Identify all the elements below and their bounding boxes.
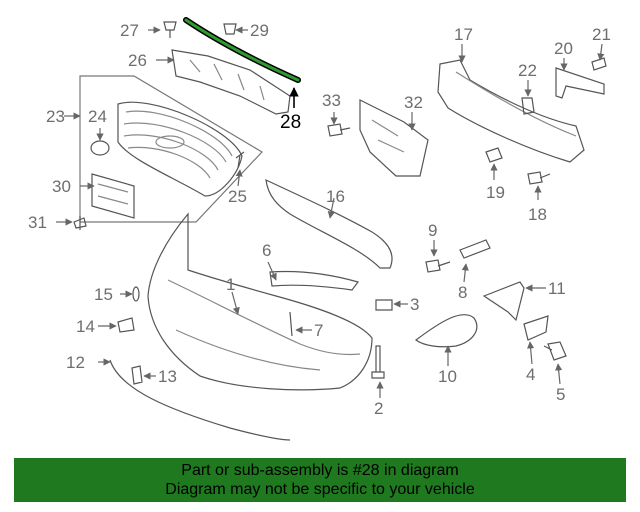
screw-25-part (235, 151, 245, 169)
callout-label: 22 (518, 61, 537, 80)
callout-label: 11 (548, 279, 566, 298)
bracket-6-part (269, 270, 360, 291)
callout-label: 32 (404, 93, 423, 112)
strip-12-part (109, 359, 291, 441)
bumper-cover-1-part (147, 212, 373, 391)
callout-label: 18 (528, 205, 547, 224)
callout-label: 8 (458, 283, 467, 302)
nut-19-part (485, 147, 503, 163)
bracket-11-part (482, 281, 525, 322)
callout-label: 9 (428, 221, 437, 240)
clip-7-part (289, 311, 293, 337)
callout-label: 24 (88, 107, 107, 126)
bolt-2-part (371, 345, 385, 379)
callout-label: 16 (326, 187, 345, 206)
emblem-part (90, 140, 110, 156)
banner-line-1: Part or sub-assembly is #28 in diagram (181, 462, 459, 479)
callout-label: 1 (226, 275, 235, 294)
bracket-26-part (171, 49, 291, 115)
callout-label: 17 (454, 25, 473, 44)
bolt-9-part (425, 259, 451, 273)
callout-label: 3 (410, 295, 419, 314)
callout-label: 30 (52, 177, 71, 196)
bezel-10-part (414, 314, 478, 348)
callout-label: 23 (46, 107, 65, 126)
callout-label: 6 (262, 241, 271, 260)
clip-3-part (375, 299, 393, 311)
bolt-21-part (591, 57, 607, 71)
clip-14-part (117, 317, 135, 333)
callout-label: 27 (120, 21, 139, 40)
bracket-20-part (555, 67, 605, 99)
parts-diagram: 27 29 26 28 23 24 25 30 31 16 17 20 21 2… (28, 17, 611, 441)
callout-label: 19 (486, 183, 505, 202)
callout-label: 15 (94, 285, 113, 304)
bolt-18-part (527, 171, 551, 185)
callout-label: 10 (438, 367, 457, 386)
callout-label: 2 (374, 399, 383, 418)
callout-label: 5 (556, 385, 565, 404)
callout-label: 29 (250, 21, 269, 40)
bolt-33-part (327, 123, 351, 137)
clip-22-part (521, 97, 535, 115)
screw-13-part (131, 365, 143, 385)
clip-27-part (163, 21, 177, 38)
bracket-4-part (523, 315, 549, 341)
callout-label: 14 (76, 317, 95, 336)
bolt-5-part (543, 341, 567, 361)
callout-label: 21 (592, 25, 611, 44)
callout-label: 26 (128, 51, 147, 70)
grille-part (117, 101, 243, 197)
beam-17-part (437, 59, 585, 163)
bracket-32-part (359, 99, 429, 177)
license-bracket-part (91, 173, 135, 219)
part-info-banner: Part or sub-assembly is #28 in diagram D… (14, 458, 626, 502)
callout-label: 25 (228, 187, 247, 206)
clip-29-part (223, 23, 237, 35)
banner-line-2: Diagram may not be specific to your vehi… (165, 481, 475, 498)
clip-15-part (132, 286, 140, 302)
callout-label: 20 (554, 39, 573, 58)
callout-label: 7 (314, 321, 323, 340)
callout-label: 13 (158, 367, 177, 386)
insulator-8-part (459, 239, 491, 259)
callout-label: 33 (322, 91, 341, 110)
callout-label: 12 (66, 353, 85, 372)
callout-label: 31 (28, 213, 47, 232)
grille-group-outline (79, 75, 263, 223)
callout-label-highlighted: 28 (280, 112, 301, 133)
screw-31-part (73, 216, 87, 230)
callout-label: 4 (526, 365, 535, 384)
